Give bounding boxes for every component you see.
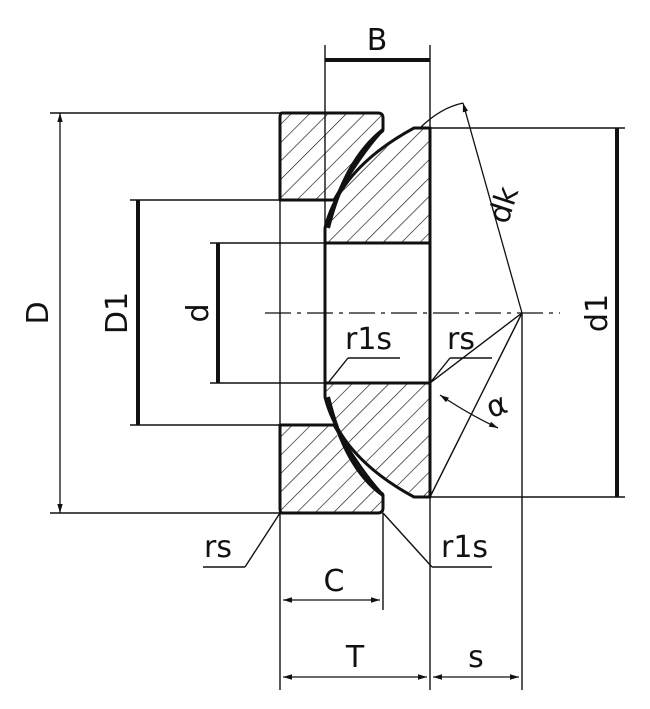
dimension-D1: D1 xyxy=(100,200,140,425)
label-dk: dk xyxy=(482,182,527,228)
angle-alpha: α xyxy=(429,312,523,498)
dimension-d: d xyxy=(181,243,220,383)
label-C: C xyxy=(324,564,345,599)
callout-rs-inner: rs xyxy=(429,322,492,384)
label-alpha: α xyxy=(481,386,512,426)
label-D-text: D xyxy=(21,301,56,324)
callout-rs-outer: rs xyxy=(203,512,281,568)
label-rs-outer: rs xyxy=(204,530,232,565)
label-B: B xyxy=(367,23,388,58)
inner-ring-upper xyxy=(323,126,432,245)
label-T: T xyxy=(345,640,365,675)
label-d: d xyxy=(181,303,216,322)
dimension-B: B xyxy=(325,23,430,62)
dimension-D: B D xyxy=(21,113,63,513)
label-rs-inner: rs xyxy=(447,322,475,357)
label-s: s xyxy=(468,640,484,675)
callout-r1s-inner: r1s xyxy=(327,322,400,384)
callout-r1s-outer: r1s xyxy=(382,512,492,568)
label-D1: D1 xyxy=(100,292,135,334)
outer-ring-lower xyxy=(278,423,385,515)
inner-ring-lower xyxy=(323,381,432,499)
label-d1: d1 xyxy=(580,294,615,332)
dimension-s: s xyxy=(433,640,519,680)
dimension-C: C xyxy=(283,564,380,603)
dimension-d1: d1 xyxy=(580,128,619,497)
outer-ring-upper xyxy=(278,111,385,202)
label-r1s-inner: r1s xyxy=(345,322,392,357)
dimension-dk: dk xyxy=(419,102,527,314)
dimension-T: T xyxy=(283,640,427,680)
label-r1s-outer: r1s xyxy=(441,530,488,565)
